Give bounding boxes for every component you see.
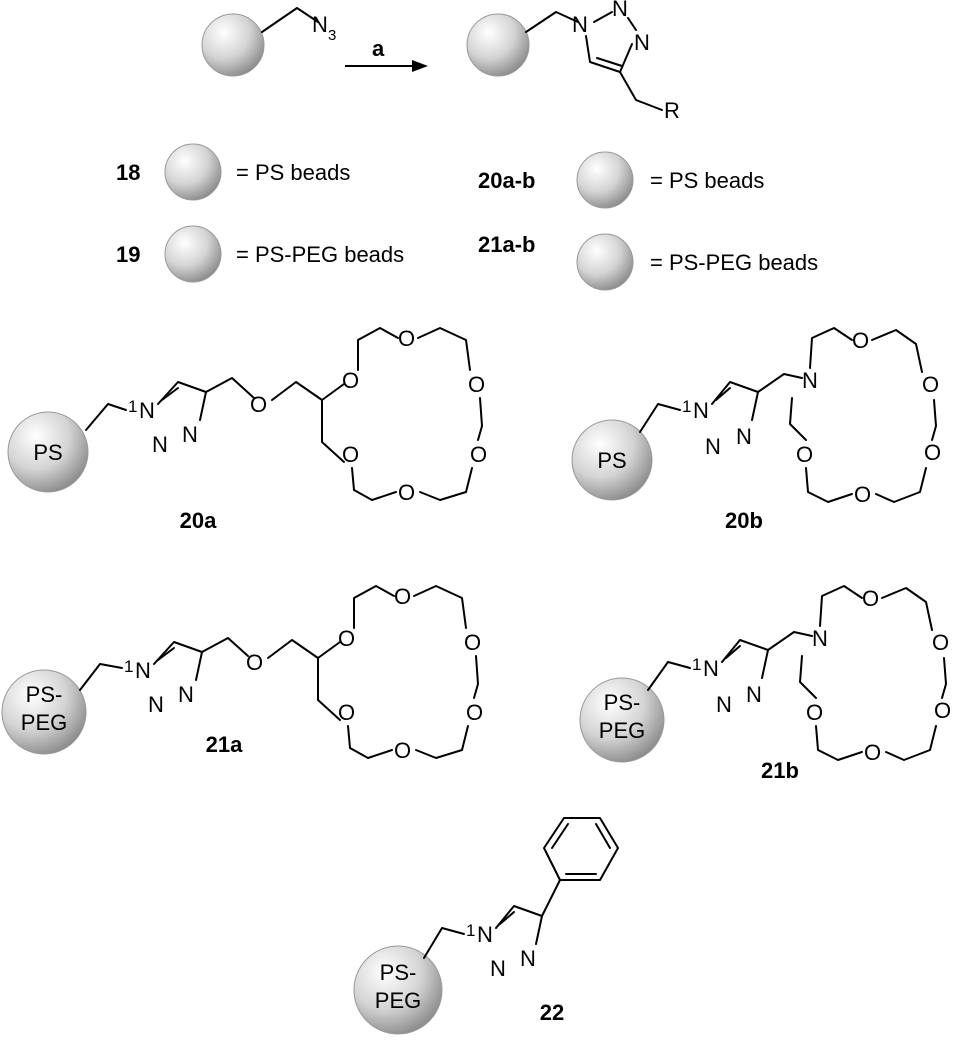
- reaction-arrow: a: [345, 36, 428, 72]
- bead-icon: [353, 945, 443, 1035]
- bead-label-line1: PS-: [26, 682, 63, 707]
- legend-compound-21ab: 21a-b: [478, 232, 535, 257]
- oxygen: O: [398, 326, 415, 351]
- bead-label-line1: PS-: [604, 690, 641, 715]
- bead-label-line2: PEG: [599, 718, 645, 743]
- bead-icon: [571, 419, 653, 501]
- compound-21a: PS- PEG 1 N N N O O O O O O O 21a: [1, 584, 483, 763]
- oxygen: O: [394, 738, 411, 763]
- triazole-n3: N: [746, 682, 762, 707]
- triazole-n3: N: [736, 424, 752, 449]
- n1-locant: 1: [128, 397, 137, 416]
- oxygen: O: [796, 442, 813, 467]
- bead-icon: [201, 13, 265, 77]
- azide-n: N: [312, 12, 328, 37]
- triazole-n3: N: [182, 422, 198, 447]
- triazole-n2: N: [705, 434, 721, 459]
- triazole-n2: N: [612, 0, 628, 21]
- oxygen: O: [246, 650, 263, 675]
- legend-compound-19: 19: [116, 242, 140, 267]
- legend-meaning-21ab: = PS-PEG beads: [650, 250, 818, 275]
- compound-21b: PS- PEG 1 N N N N O O O O O 21b: [579, 585, 951, 783]
- compound-label: 20b: [725, 508, 763, 533]
- legend-meaning-19: = PS-PEG beads: [236, 242, 404, 267]
- triazole-n2: N: [148, 692, 164, 717]
- n1-locant: 1: [124, 657, 133, 676]
- triazole-n1: N: [572, 12, 588, 37]
- oxygen: O: [924, 440, 941, 465]
- oxygen: O: [806, 700, 823, 725]
- oxygen: O: [468, 372, 485, 397]
- aza-nitrogen: N: [802, 368, 818, 393]
- bead-icon: [576, 151, 634, 209]
- compound-20a: PS 1 N N N O O O O O O O 20a: [7, 326, 487, 533]
- oxygen: O: [394, 584, 411, 609]
- oxygen: O: [250, 392, 267, 417]
- legend: 18 = PS beads 19 = PS-PEG beads 20a-b = …: [116, 143, 818, 291]
- bead-label: PS: [597, 448, 626, 473]
- triazole-n2: N: [152, 432, 168, 457]
- compound-20b: PS 1 N N N N O O O O O 20b: [571, 327, 941, 533]
- triazole-n3: N: [178, 682, 194, 707]
- legend-compound-18: 18: [116, 160, 140, 185]
- triazole-n1: N: [477, 922, 493, 947]
- compound-label: 22: [540, 1000, 564, 1025]
- triazole-n3: N: [634, 30, 650, 55]
- oxygen: O: [934, 698, 951, 723]
- n1-locant: 1: [682, 397, 691, 416]
- aza-nitrogen: N: [812, 626, 828, 651]
- triazole-n1: N: [139, 398, 155, 423]
- product-triazole-bead: N N N R: [466, 0, 680, 123]
- triazole-n3: N: [520, 946, 536, 971]
- compound-22: PS- PEG 1 N N N 22: [353, 817, 619, 1035]
- bead-icon: [466, 13, 530, 77]
- triazole-n1: N: [135, 658, 151, 683]
- oxygen: O: [338, 700, 355, 725]
- bead-icon: [1, 669, 87, 755]
- azide-subscript: 3: [328, 27, 336, 44]
- bead-label: PS: [33, 440, 62, 465]
- r-group: R: [664, 98, 680, 123]
- oxygen: O: [854, 482, 871, 507]
- bead-icon: [164, 225, 222, 283]
- starting-azide-bead: N 3: [201, 7, 336, 77]
- oxygen: O: [398, 480, 415, 505]
- n1-locant: 1: [466, 921, 475, 940]
- compound-label: 20a: [180, 508, 217, 533]
- reagent-label: a: [372, 36, 385, 61]
- compound-label: 21a: [206, 732, 243, 757]
- n1-locant: 1: [692, 655, 701, 674]
- oxygen: O: [922, 372, 939, 397]
- legend-meaning-20ab: = PS beads: [650, 168, 764, 193]
- oxygen: O: [864, 740, 881, 765]
- oxygen: O: [932, 630, 949, 655]
- bead-label-line2: PEG: [375, 988, 421, 1013]
- bead-label-line1: PS-: [380, 960, 417, 985]
- oxygen: O: [342, 442, 359, 467]
- legend-compound-20ab: 20a-b: [478, 168, 535, 193]
- oxygen: O: [342, 368, 359, 393]
- oxygen: O: [862, 586, 879, 611]
- bead-label-line2: PEG: [21, 710, 67, 735]
- compound-label: 21b: [761, 758, 799, 783]
- bead-icon: [579, 677, 665, 763]
- oxygen: O: [852, 328, 869, 353]
- oxygen: O: [466, 700, 483, 725]
- bead-icon: [576, 233, 634, 291]
- bead-icon: [164, 143, 222, 201]
- triazole-n1: N: [703, 656, 719, 681]
- triazole-n1: N: [693, 398, 709, 423]
- oxygen: O: [470, 442, 487, 467]
- triazole-n2: N: [716, 692, 732, 717]
- oxygen: O: [338, 626, 355, 651]
- oxygen: O: [464, 630, 481, 655]
- bead-icon: [7, 411, 89, 493]
- triazole-n2: N: [490, 956, 506, 981]
- legend-meaning-18: = PS beads: [236, 160, 350, 185]
